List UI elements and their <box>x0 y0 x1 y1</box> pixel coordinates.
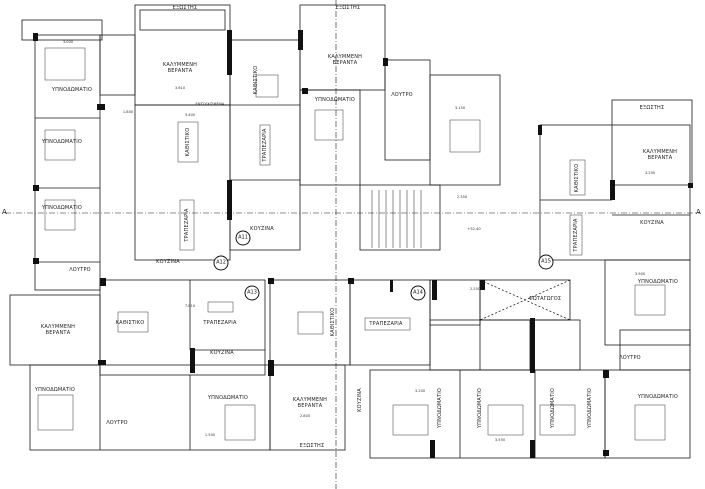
label-kitchen: ΚΟΥΖΙΝΑ <box>210 350 234 356</box>
dimension: 2.200 <box>469 287 481 291</box>
label-bathroom: ΛΟΥΤΡΟ <box>69 267 91 273</box>
bedroom-column-outline <box>34 34 101 291</box>
dimension: 3.000 <box>62 40 74 44</box>
stairs <box>371 190 422 248</box>
stairwell-outline <box>359 184 441 251</box>
label-bathroom: ΛΟΥΤΡΟ <box>619 355 641 361</box>
dimension: 3.900 <box>634 272 646 276</box>
section-lines <box>5 0 700 489</box>
label-living-room: ΚΑΘΙΣΤΙΚΟ <box>253 65 259 95</box>
label-bedroom: ΥΠΝΟΔΩΜΑΤΙΟ <box>51 87 93 93</box>
section-marker-right: A <box>696 208 701 216</box>
label-kitchen: ΚΟΥΖΙΝΑ <box>640 220 664 226</box>
label-bathroom: ΛΟΥΤΡΟ <box>106 420 128 426</box>
label-balcony: ΕΞΩΣΤΗΣ <box>335 5 361 11</box>
label-dining-room: ΤΡΑΠΕΖΑΡΙΑ <box>203 320 237 326</box>
dimension: 3.250 <box>644 171 656 175</box>
label-bedroom: ΥΠΝΟΔΩΜΑΤΙΟ <box>314 97 356 103</box>
unit-tag-a11: A11 <box>235 230 251 246</box>
dimension: 2.350 <box>456 195 468 199</box>
room-outlines <box>9 4 693 459</box>
label-bedroom: ΥΠΝΟΔΩΜΑΤΙΟ <box>477 387 483 429</box>
label-storage: ΕΝΤΟΙΧΙΣΜΕΝΑ <box>195 102 225 106</box>
covered-veranda-outline <box>134 4 231 106</box>
label-living-room: ΚΑΘΙΣΤΙΚΟ <box>330 307 336 337</box>
label-covered-veranda: ΚΑΛΥΜΜΕΝΗ ΒΕΡΑΝΤΑ <box>642 149 678 161</box>
label-bedroom: ΥΠΝΟΔΩΜΑΤΙΟ <box>207 395 249 401</box>
label-bedroom: ΥΠΝΟΔΩΜΑΤΙΟ <box>41 205 83 211</box>
label-balcony: ΕΞΩΣΤΗΣ <box>639 105 665 111</box>
label-bedroom: ΥΠΝΟΔΩΜΑΤΙΟ <box>550 387 556 429</box>
label-bedroom: ΥΠΝΟΔΩΜΑΤΙΟ <box>637 394 679 400</box>
furniture <box>37 47 666 441</box>
dimension: 3.400 <box>184 113 196 117</box>
dimension: 3.200 <box>414 389 426 393</box>
unit-tag-a14: A14 <box>410 285 426 301</box>
dimension: 3.550 <box>494 438 506 442</box>
label-dining-room: ΤΡΑΠΕΖΑΡΙΑ <box>184 208 190 242</box>
label-covered-veranda: ΚΑΛΥΜΜΕΝΗ ΒΕΡΑΝΤΑ <box>327 54 363 66</box>
structural-walls <box>33 30 693 458</box>
label-covered-veranda: ΚΑΛΥΜΜΕΝΗ ΒΕΡΑΝΤΑ <box>162 62 198 74</box>
label-dining-room: ΤΡΑΠΕΖΑΡΙΑ <box>369 321 403 327</box>
unit-tag-a13: A13 <box>244 285 260 301</box>
label-bedroom: ΥΠΝΟΔΩΜΑΤΙΟ <box>637 279 679 285</box>
stair-level: +52.40 <box>467 227 481 231</box>
dimension: 3.610 <box>174 86 186 90</box>
label-covered-veranda: ΚΑΛΥΜΜΕΝΗ ΒΕΡΑΝΤΑ <box>292 397 328 409</box>
label-living-room: ΚΑΘΙΣΤΙΚΟ <box>115 320 145 326</box>
label-bedroom: ΥΠΝΟΔΩΜΑΤΙΟ <box>34 387 76 393</box>
label-balcony: ΕΞΩΣΤΗΣ <box>299 443 325 449</box>
label-kitchen: ΚΟΥΖΙΝΑ <box>250 226 274 232</box>
label-living-room: ΚΑΘΙΣΤΙΚΟ <box>185 127 191 157</box>
label-light-well: ΦΩΤΑΓΩΓΟΣ <box>528 296 562 302</box>
unit-tag-a12: A12 <box>213 255 229 271</box>
section-marker-left: A <box>2 208 7 216</box>
label-dining-room: ΤΡΑΠΕΖΑΡΙΑ <box>573 218 579 252</box>
label-bedroom: ΥΠΝΟΔΩΜΑΤΙΟ <box>41 139 83 145</box>
dimension: 3.150 <box>454 106 466 110</box>
label-kitchen: ΚΟΥΖΙΝΑ <box>357 388 363 412</box>
label-bedroom: ΥΠΝΟΔΩΜΑΤΙΟ <box>587 387 593 429</box>
dimension: 7.810 <box>184 304 196 308</box>
label-kitchen: ΚΟΥΖΙΝΑ <box>156 259 180 265</box>
label-bathroom: ΛΟΥΤΡΟ <box>391 92 413 98</box>
label-living-room: ΚΑΘΙΣΤΙΚΟ <box>574 163 580 193</box>
label-balcony: ΕΞΩΣΤΗΣ <box>172 5 198 11</box>
dimension: 2.800 <box>299 414 311 418</box>
unit-tag-a15: A15 <box>538 254 554 270</box>
dimension: 1.800 <box>122 110 134 114</box>
label-bedroom: ΥΠΝΟΔΩΜΑΤΙΟ <box>437 387 443 429</box>
dimension: 1.500 <box>204 433 216 437</box>
label-dining-room: ΤΡΑΠΕΖΑΡΙΑ <box>262 128 268 162</box>
label-covered-veranda: ΚΑΛΥΜΜΕΝΗ ΒΕΡΑΝΤΑ <box>40 324 76 336</box>
